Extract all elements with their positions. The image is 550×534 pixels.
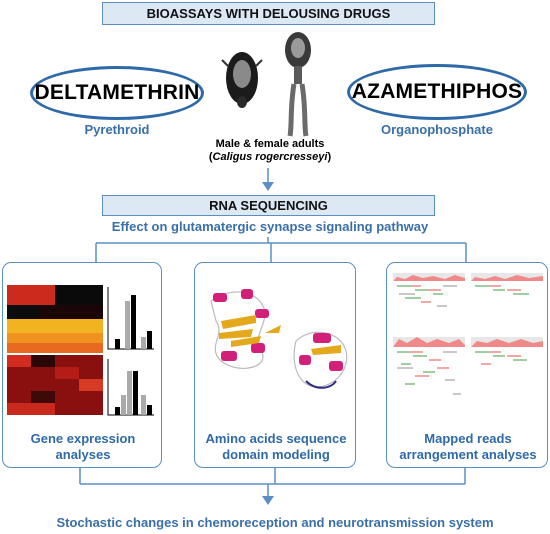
mapped-reads-line1: Mapped reads <box>424 431 512 446</box>
gene-expression-line1: Gene expression <box>30 431 136 446</box>
rna-sequencing-box: RNA SEQUENCING <box>102 195 435 216</box>
rna-sequencing-subtitle: Effect on glutamatergic synapse signalin… <box>111 219 429 234</box>
specimen-line1: Male & female adults <box>215 138 325 150</box>
mapped-reads-line2: arrangement analyses <box>399 447 537 462</box>
rna-sequencing-title: RNA SEQUENCING <box>209 198 328 213</box>
specimen-species: Caligus rogercresseyi <box>212 151 328 163</box>
alignment-track-3 <box>393 337 465 395</box>
mapped-reads-label: Mapped reads arrangement analyses <box>387 431 549 463</box>
male-louse-icon <box>285 32 311 137</box>
specimen-label: Male & female adults (Caligus rogercress… <box>192 138 348 164</box>
gene-expression-label: Gene expression analyses <box>3 431 163 463</box>
alignment-track-2 <box>471 273 543 295</box>
amino-acid-line2: domain modeling <box>222 447 330 462</box>
sea-lice-images <box>221 32 311 137</box>
drug-left-class: Pyrethroid <box>84 122 150 137</box>
female-louse-icon <box>221 52 263 108</box>
protein-structure-graphic <box>210 289 348 389</box>
drug-right-class: Organophosphate <box>381 122 493 137</box>
amino-acid-label: Amino acids sequence domain modeling <box>195 431 357 463</box>
protein-model-left <box>210 289 281 370</box>
azamethiphos-oval: AZAMETHIPHOS <box>347 64 527 120</box>
gene-expression-line2: analyses <box>55 447 111 462</box>
conclusion-text: Stochastic changes in chemoreception and… <box>56 515 494 530</box>
mapped-reads-panel: Mapped reads arrangement analyses <box>386 262 548 468</box>
heatmap-top <box>7 285 103 353</box>
heatmap-graphic <box>7 285 103 415</box>
title-box: BIOASSAYS WITH DELOUSING DRUGS <box>102 2 435 25</box>
alignment-track-1 <box>393 273 465 307</box>
heatmap-bottom <box>7 355 103 415</box>
protein-model-right <box>293 331 348 389</box>
deltamethrin-oval: DELTAMETHRIN <box>30 66 204 120</box>
amino-acid-modeling-panel: Amino acids sequence domain modeling <box>194 262 356 468</box>
drug-right-name: AZAMETHIPHOS <box>351 80 523 103</box>
drug-left-name: DELTAMETHRIN <box>34 81 200 104</box>
bar-charts-graphic <box>107 287 154 416</box>
gene-expression-panel: Gene expression analyses <box>2 262 162 468</box>
amino-acid-line1: Amino acids sequence <box>205 431 347 446</box>
read-alignment-graphic <box>393 273 543 395</box>
title-text: BIOASSAYS WITH DELOUSING DRUGS <box>146 6 391 21</box>
alignment-track-4 <box>471 337 543 365</box>
